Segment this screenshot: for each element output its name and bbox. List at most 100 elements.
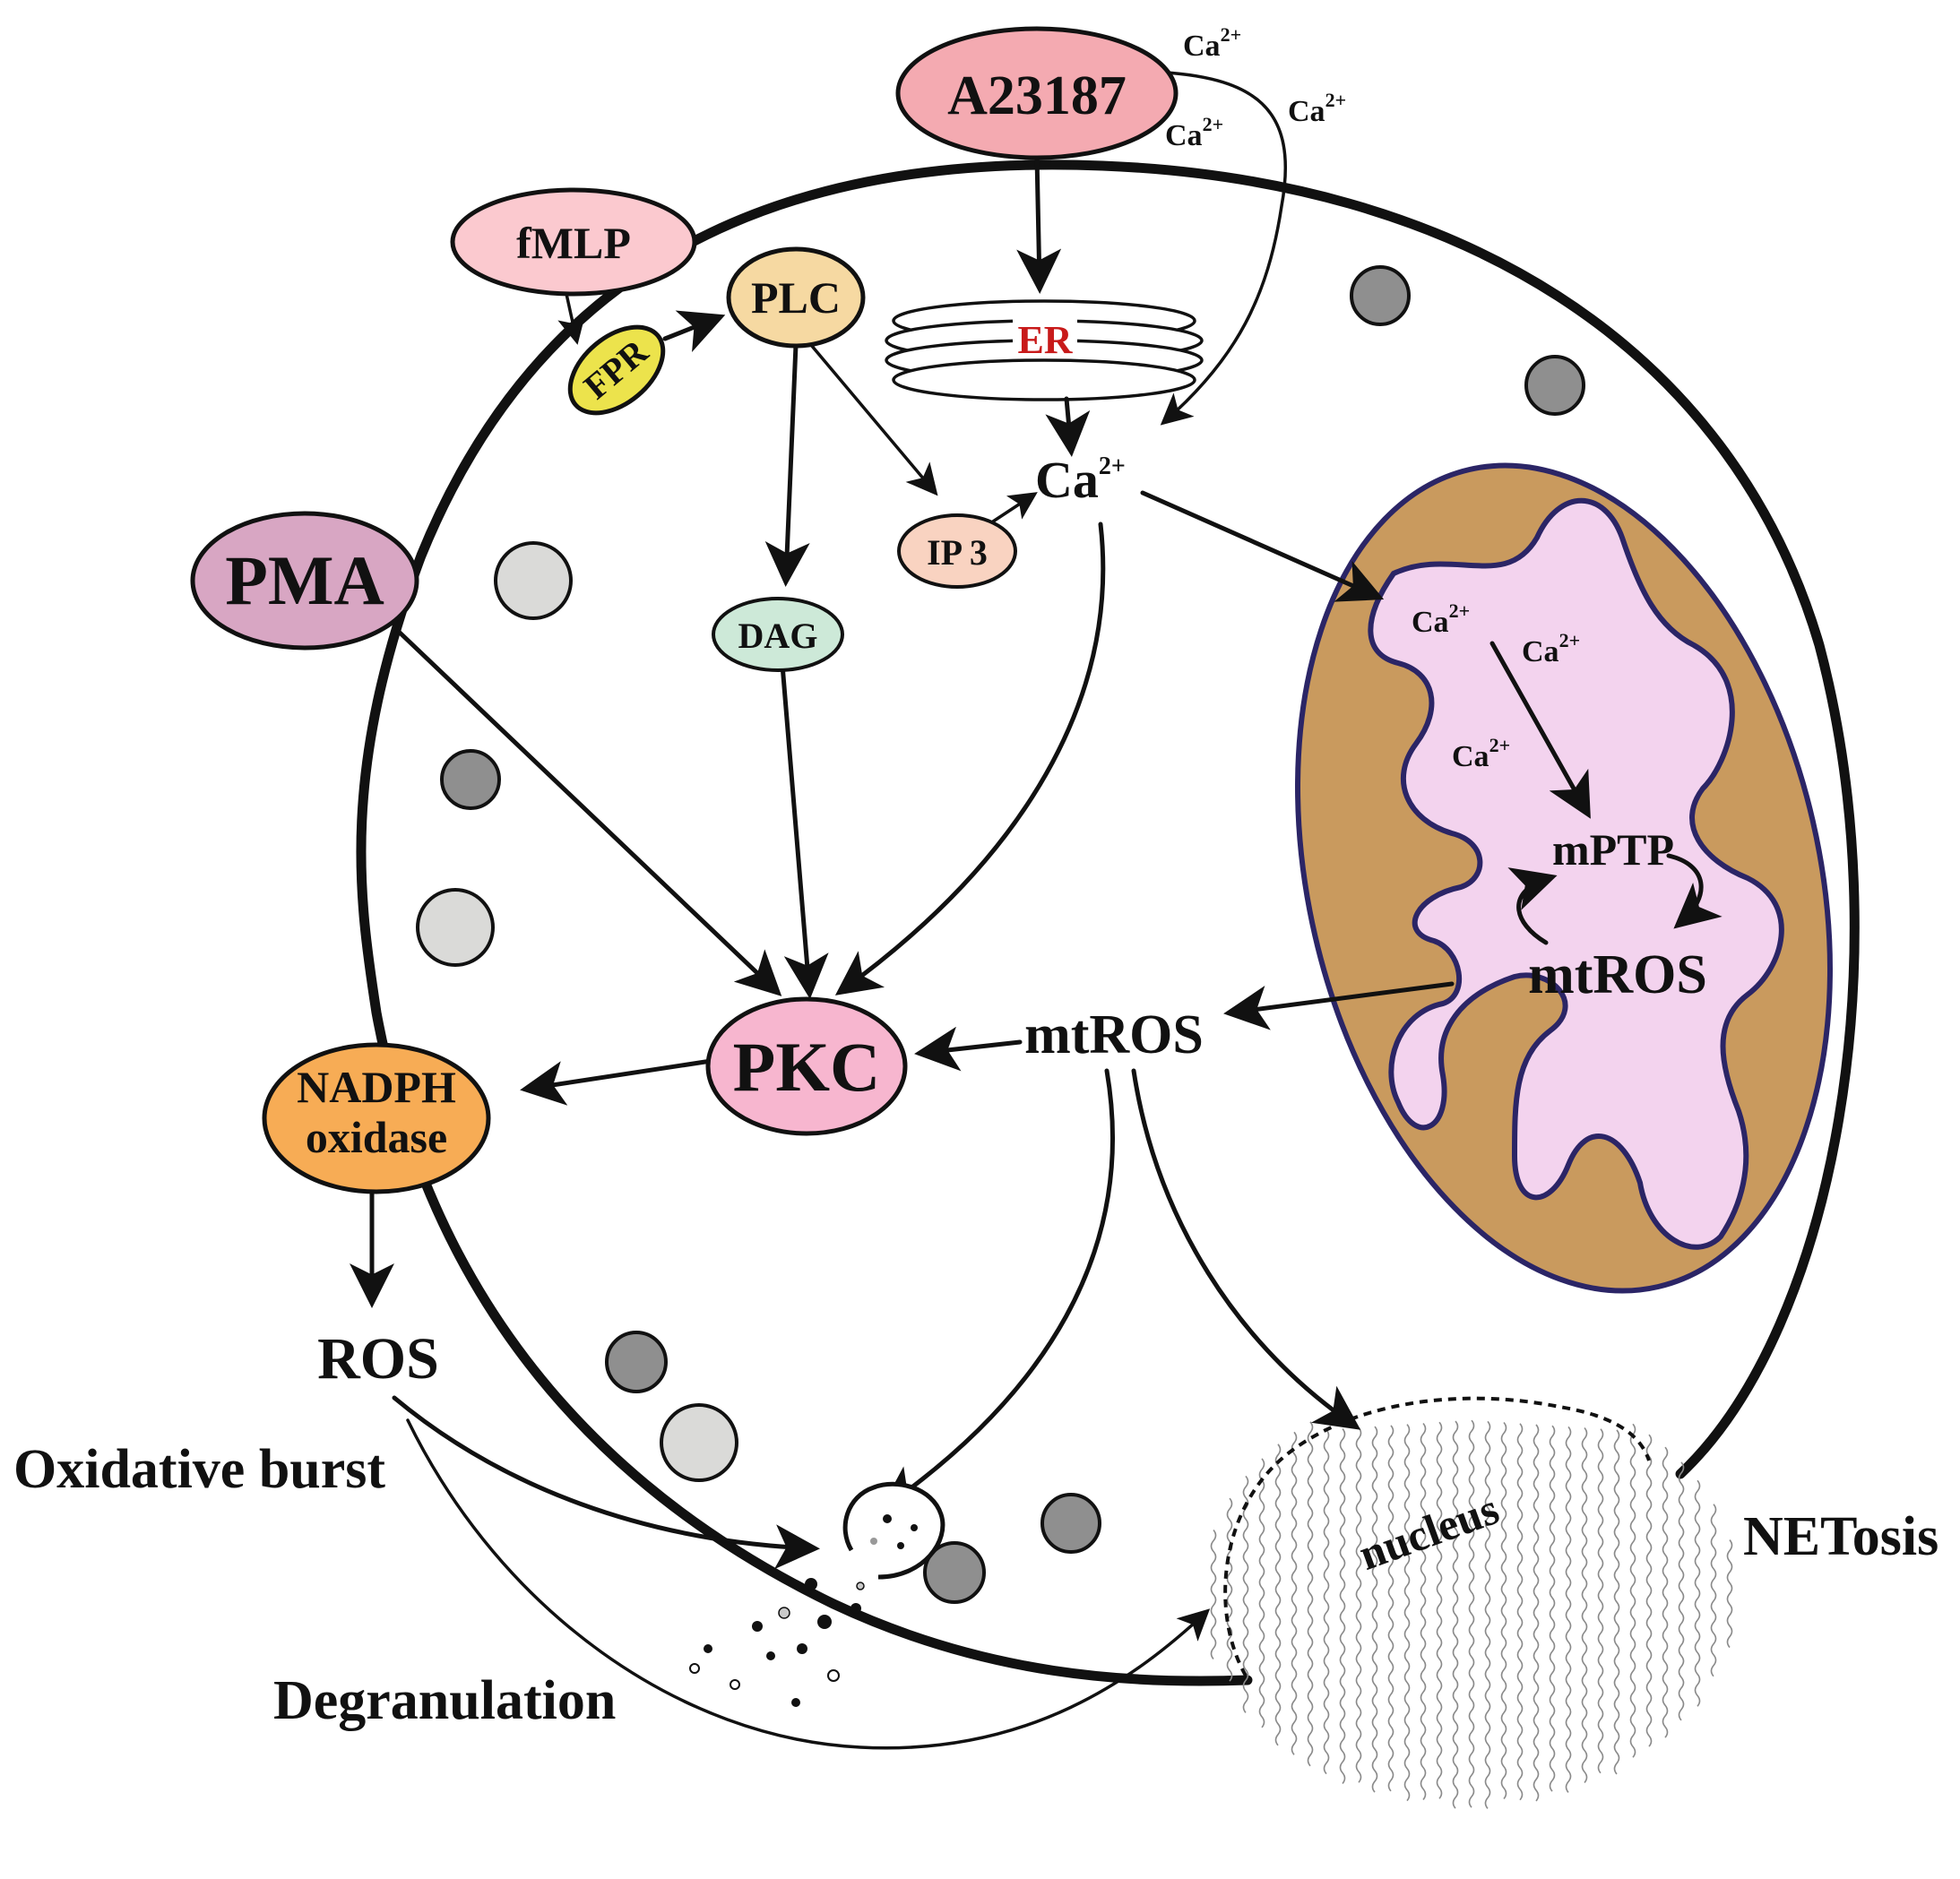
calcium-ion-mito-1: Ca2+ [1412,599,1470,639]
chromatin-strand [1726,1539,1733,1649]
calcium-ion-outside-2: Ca2+ [1288,89,1346,128]
endoplasmic-reticulum: ER [885,299,1204,401]
chromatin-strand [1339,1427,1346,1784]
a23187-node: A23187 [895,26,1179,160]
chromatin-strand [1323,1429,1330,1775]
arrow-mptp-mtros [1666,853,1723,929]
chromatin-strand [1468,1419,1475,1808]
arrow-plc-ip3 [809,343,938,496]
chromatin-strand [1403,1424,1411,1802]
granule [660,1403,738,1482]
svg-text:Ca2+: Ca2+ [1035,451,1126,509]
chromatin-strand [1678,1461,1685,1721]
chromatin-strand [1258,1458,1265,1728]
ros-label: ROS [317,1326,439,1392]
arrow-ros-nucleus [406,1418,1211,1750]
granule [605,1331,668,1393]
nadph-oxidase-node: NADPH oxidase [262,1042,491,1194]
pma-label: PMA [225,541,384,619]
dag-node: DAG [712,597,844,672]
dag-label: DAG [738,616,818,656]
arrow-ros-degranulation [392,1395,820,1570]
chromatin-strand [1597,1428,1604,1774]
arrow-fpr-plc [662,310,726,352]
nucleus: nucleus [1210,1396,1733,1809]
chromatin-strand [1645,1434,1653,1747]
granule [1040,1493,1101,1554]
calcium-ion-mito-2: Ca2+ [1522,629,1580,668]
oxidative-burst-label: Oxidative burst [13,1439,385,1500]
chromatin-strand [1436,1421,1443,1799]
cell-membrane [356,159,1860,1686]
chromatin-strand [1662,1446,1669,1738]
chromatin-strand [1613,1429,1620,1775]
granule [416,888,495,967]
chromatin-strand [1307,1421,1314,1767]
chromatin-strand [1387,1425,1394,1792]
svg-text:Ca2+: Ca2+ [1288,89,1346,128]
arrow-mtros-nucleus [1131,1068,1361,1430]
mitochondrion [1295,462,1833,1294]
ip3-label: IP 3 [927,532,988,573]
granules [416,265,1585,1604]
nucleus-label: nucleus [1352,1483,1506,1580]
released-granule-contents [689,1578,865,1707]
chromatin-strand [1452,1420,1459,1809]
arrow-a23187-er [1016,154,1062,294]
granule [494,541,573,620]
mitochondrial-inner-membrane [1368,497,1784,1250]
arrows [350,70,1723,1750]
chromatin-strand [1533,1424,1540,1802]
svg-text:Ca2+: Ca2+ [1452,734,1510,773]
fmlp-label: fMLP [516,218,631,268]
a23187-label: A23187 [947,65,1127,126]
chromatin-strands [1210,1419,1733,1809]
arrow-calcium-pkc [834,521,1106,996]
chromatin-strand [1565,1426,1572,1793]
chromatin-strand [1500,1422,1507,1800]
chromatin-strand [1694,1479,1701,1707]
svg-text:Ca2+: Ca2+ [1183,23,1241,63]
granule [1350,265,1411,326]
arrow-mito-calcium-mptp [1489,641,1591,819]
arrow-plc-dag [764,342,810,587]
calcium-ion-outside-3: Ca2+ [1165,113,1223,152]
arrow-er-calcium [1045,396,1091,457]
granule [440,749,501,810]
chromatin-strand [1210,1530,1217,1660]
plc-node: PLC [726,246,866,349]
chromatin-strand [1291,1431,1298,1755]
arrow-dag-pkc [780,662,829,999]
netosis-label: NETosis [1743,1506,1938,1567]
arrow-fmlp-fpr [557,292,586,345]
plc-label: PLC [751,272,841,323]
er-label: ER [1017,318,1073,362]
chromatin-strand [1242,1475,1249,1713]
calcium-ion-mito-3: Ca2+ [1452,734,1510,773]
pma-node: PMA [190,511,419,651]
arrow-pkc-nadph [520,1057,720,1106]
chromatin-strand [1355,1426,1362,1783]
chromatin-strand [1581,1427,1588,1784]
mtros-mito-label: mtROS [1528,944,1707,1005]
arrow-mitochondrion-mtros [1223,981,1455,1030]
nuclear-envelope [1223,1396,1651,1676]
arrow-mtros-pkc [914,1026,1023,1072]
chromatin-strand [1420,1422,1427,1800]
fmlp-node: fMLP [450,187,697,297]
arrow-calcium-mitochondrion [1140,490,1385,602]
mptp-label: mPTP [1552,824,1674,875]
pkc-label: PKC [733,1028,881,1106]
nadph-label-line2: oxidase [306,1112,447,1162]
degranulation-granule [842,1481,945,1580]
svg-text:Ca2+: Ca2+ [1165,113,1223,152]
granule [923,1541,986,1604]
arrow-mtros-degranulation [879,1068,1115,1511]
svg-text:Ca2+: Ca2+ [1412,599,1470,639]
granule [1524,355,1585,416]
fpr-node: FPR [567,324,666,416]
pkc-node: PKC [705,996,908,1136]
calcium-ion-outside-1: Ca2+ [1183,23,1241,63]
nadph-label-line1: NADPH [297,1062,456,1112]
